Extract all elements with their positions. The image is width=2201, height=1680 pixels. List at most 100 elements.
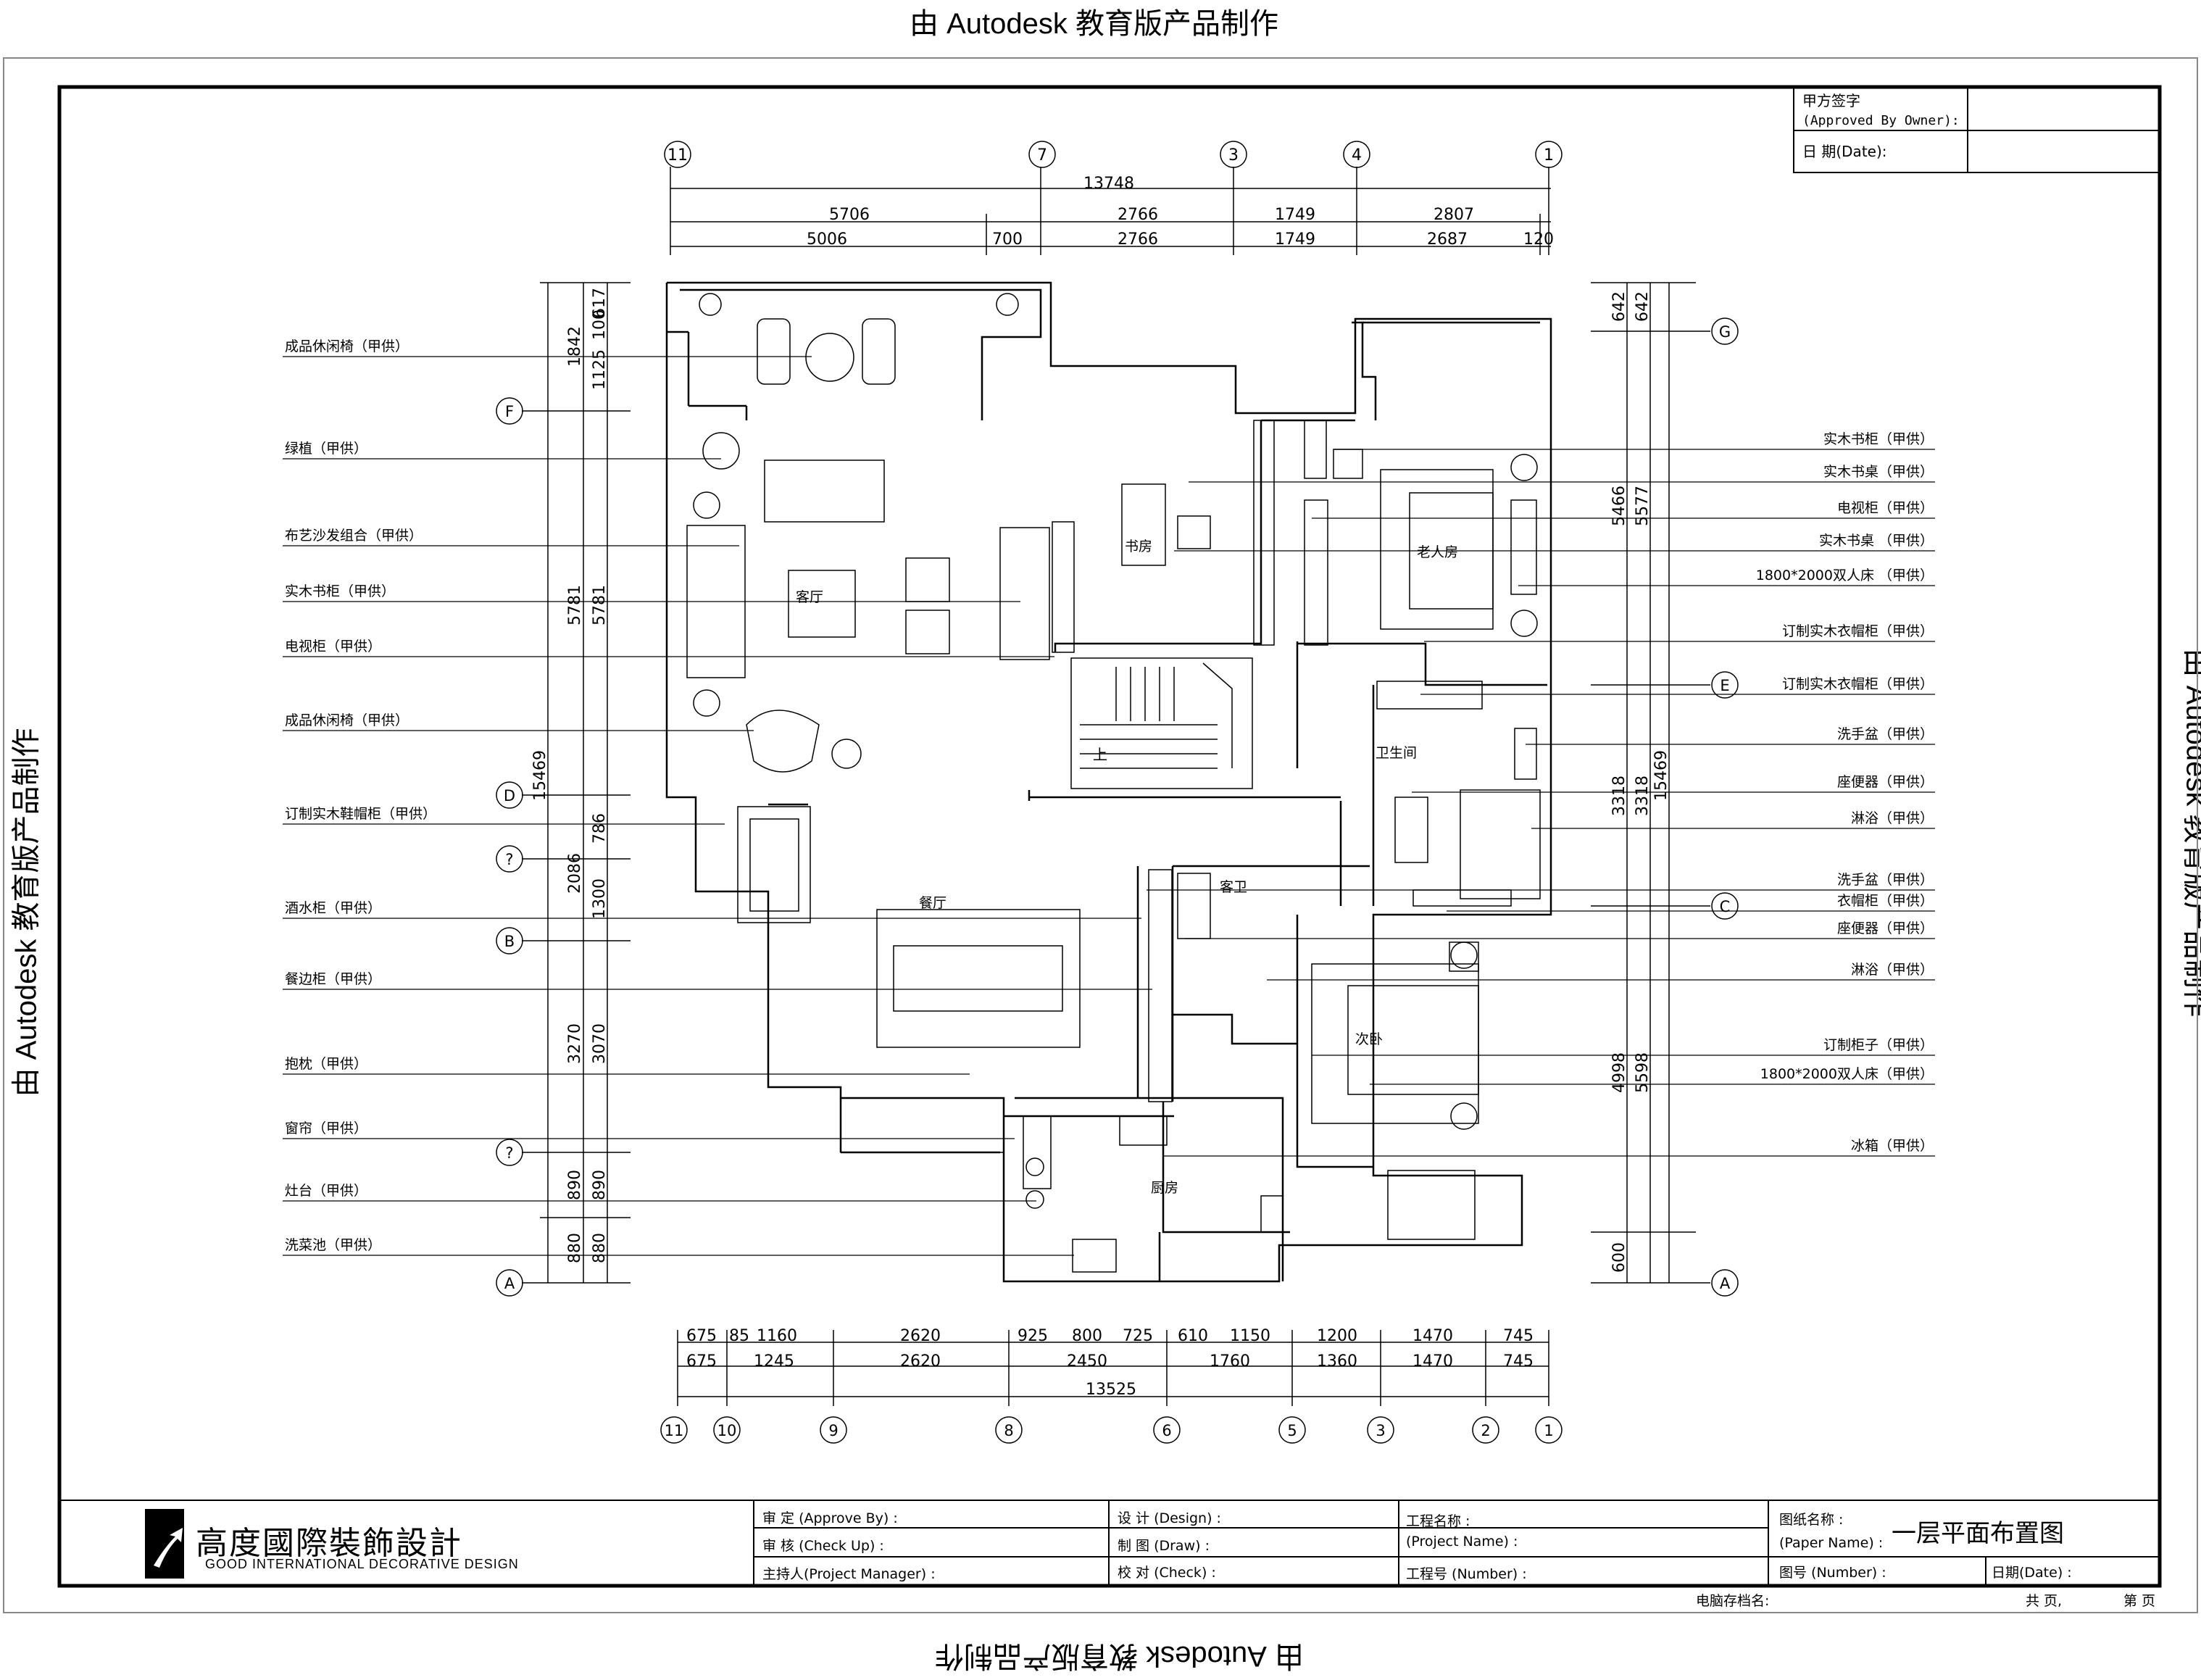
dim-bot-r1-3: 2620 [900, 1327, 941, 1345]
dim-left-in-5: 1300 [591, 878, 609, 919]
dim-left-in-6: 3070 [591, 1023, 609, 1064]
dim-left-6: 880 [566, 1233, 584, 1263]
axis-bot-5: 5 [1287, 1422, 1297, 1439]
label-right-12: 座便器（甲供） [1837, 920, 1934, 936]
axis-bot-9: 9 [828, 1422, 838, 1439]
axis-top-1: 1 [1544, 146, 1554, 165]
dim-top-r1-0: 5706 [829, 206, 870, 224]
dim-top-r2-4: 2687 [1427, 230, 1468, 249]
axis-bot-8: 8 [1004, 1422, 1013, 1439]
room-elder: 老人房 [1417, 544, 1458, 560]
file-name-label: 电脑存档名: [1696, 1593, 1770, 1609]
leader-lines [283, 356, 1935, 1256]
project-name-label: 工程名称 : [1406, 1513, 1470, 1529]
bottom-dimension-lines [677, 1330, 1549, 1406]
axis-left-unreadable-1: ? [505, 851, 513, 868]
room-living: 客厅 [796, 589, 823, 605]
dim-left-5: 890 [566, 1170, 584, 1200]
room-second: 次卧 [1355, 1031, 1383, 1047]
dim-bot-total: 13525 [1086, 1381, 1136, 1399]
axis-left-unreadable-2: ? [505, 1144, 513, 1162]
project-no-label: 工程号 (Number) : [1406, 1566, 1527, 1582]
draw-label: 制 图 (Draw) : [1118, 1538, 1210, 1554]
dim-top-total: 13748 [1083, 175, 1134, 193]
paper-name-label-en: (Paper Name) : [1779, 1535, 1884, 1551]
dim-left-in-8: 880 [591, 1233, 609, 1263]
label-right-5: 订制实木衣帽柜（甲供） [1782, 623, 1934, 639]
axis-left-D: D [504, 787, 515, 804]
company-logo [145, 1509, 184, 1579]
axis-right-C: C [1720, 898, 1731, 915]
owner-sign-label: 甲方签字 [1802, 92, 1860, 109]
axis-bot-6: 6 [1162, 1422, 1171, 1439]
paper-no-label: 图号 (Number) : [1779, 1565, 1886, 1581]
outer-frame [3, 57, 2198, 1613]
label-left-4: 电视柜（甲供） [285, 639, 381, 654]
room-kitchen: 厨房 [1151, 1180, 1178, 1196]
axis-bot-10: 10 [717, 1422, 737, 1439]
dim-bot-r1-4: 925 [1018, 1327, 1048, 1345]
manager-label: 主持人(Project Manager) : [762, 1566, 936, 1582]
label-left-10: 窗帘（甲供） [285, 1120, 367, 1136]
dim-left-in-1: 100 [591, 309, 609, 340]
label-right-15: 1800*2000双人床（甲供） [1760, 1066, 1934, 1082]
axis-top-3: 3 [1228, 146, 1239, 165]
axis-top-11: 11 [667, 146, 688, 165]
label-left-3: 实木书柜（甲供） [285, 583, 395, 599]
label-left-0: 成品休闲椅（甲供） [285, 338, 409, 354]
title-block-grid [59, 1500, 2160, 1586]
dim-bot-r1-7: 610 [1178, 1327, 1208, 1345]
top-dimension-lines [670, 167, 1551, 255]
dim-bot-r1-11: 745 [1503, 1327, 1534, 1345]
label-left-7: 酒水柜（甲供） [285, 900, 381, 916]
dim-top-r1-1: 2766 [1118, 206, 1158, 224]
dim-bot-r2-6: 1470 [1412, 1352, 1453, 1371]
dim-bot-r1-6: 725 [1123, 1327, 1153, 1345]
check-label: 审 核 (Check Up) : [762, 1538, 884, 1554]
dim-bot-r1-5: 800 [1072, 1327, 1102, 1345]
dim-left-0: 1842 [566, 326, 584, 367]
dim-bot-r2-2: 2620 [900, 1352, 941, 1371]
axis-left-F: F [505, 403, 514, 420]
dim-top-r2-1: 700 [992, 230, 1023, 249]
label-right-11: 衣帽柜（甲供） [1837, 893, 1934, 909]
label-right-0: 实木书柜（甲供） [1823, 431, 1934, 447]
project-name-label-en: (Project Name) : [1406, 1534, 1518, 1550]
axis-top-4: 4 [1352, 146, 1362, 165]
dim-bot-r1-9: 1200 [1317, 1327, 1357, 1345]
label-right-13: 淋浴（甲供） [1851, 962, 1934, 978]
dim-bot-r1-8: 1150 [1230, 1327, 1270, 1345]
room-dining: 餐厅 [919, 895, 946, 911]
pages-label: 共 页, [2026, 1593, 2063, 1609]
left-dimension-lines [522, 282, 631, 1284]
label-left-9: 抱枕（甲供） [285, 1056, 367, 1072]
dim-bot-r2-1: 1245 [754, 1352, 794, 1371]
dim-left-in-2: 1125 [591, 349, 609, 390]
axis-right-G: G [1719, 323, 1731, 341]
dim-left-in-3: 5781 [591, 585, 609, 625]
dim-top-r2-0: 5006 [807, 230, 847, 249]
dim-bot-r2-4: 1760 [1210, 1352, 1250, 1371]
approval-box [1793, 86, 2160, 173]
paper-title: 一层平面布置图 [1892, 1519, 2064, 1548]
dim-top-r2-3: 1749 [1275, 230, 1315, 249]
dim-right-4: 5598 [1634, 1052, 1652, 1093]
dim-bot-r2-7: 745 [1503, 1352, 1534, 1371]
dim-left-3: 2086 [566, 853, 584, 894]
page-label: 第 页 [2123, 1593, 2156, 1609]
dim-right-3: 15469 [1652, 750, 1670, 801]
dim-bot-r1-0: 675 [686, 1327, 717, 1345]
walls [665, 281, 1552, 1283]
label-right-1: 实木书桌（甲供） [1823, 464, 1934, 480]
dim-left-2: 15469 [531, 750, 549, 801]
label-right-9: 淋浴（甲供） [1851, 810, 1934, 826]
dim-left-in-7: 890 [591, 1170, 609, 1200]
company-name: 高度國際裝飾設計 [196, 1525, 462, 1562]
dim-top-r2-5: 120 [1523, 230, 1554, 249]
furniture [686, 293, 1541, 1273]
dim-left-in-0: 617 [591, 288, 609, 318]
label-right-8: 座便器（甲供） [1837, 774, 1934, 790]
dim-bot-r1-10: 1470 [1412, 1327, 1453, 1345]
label-right-6: 订制实木衣帽柜（甲供） [1782, 676, 1934, 692]
label-left-11: 灶台（甲供） [285, 1183, 367, 1199]
